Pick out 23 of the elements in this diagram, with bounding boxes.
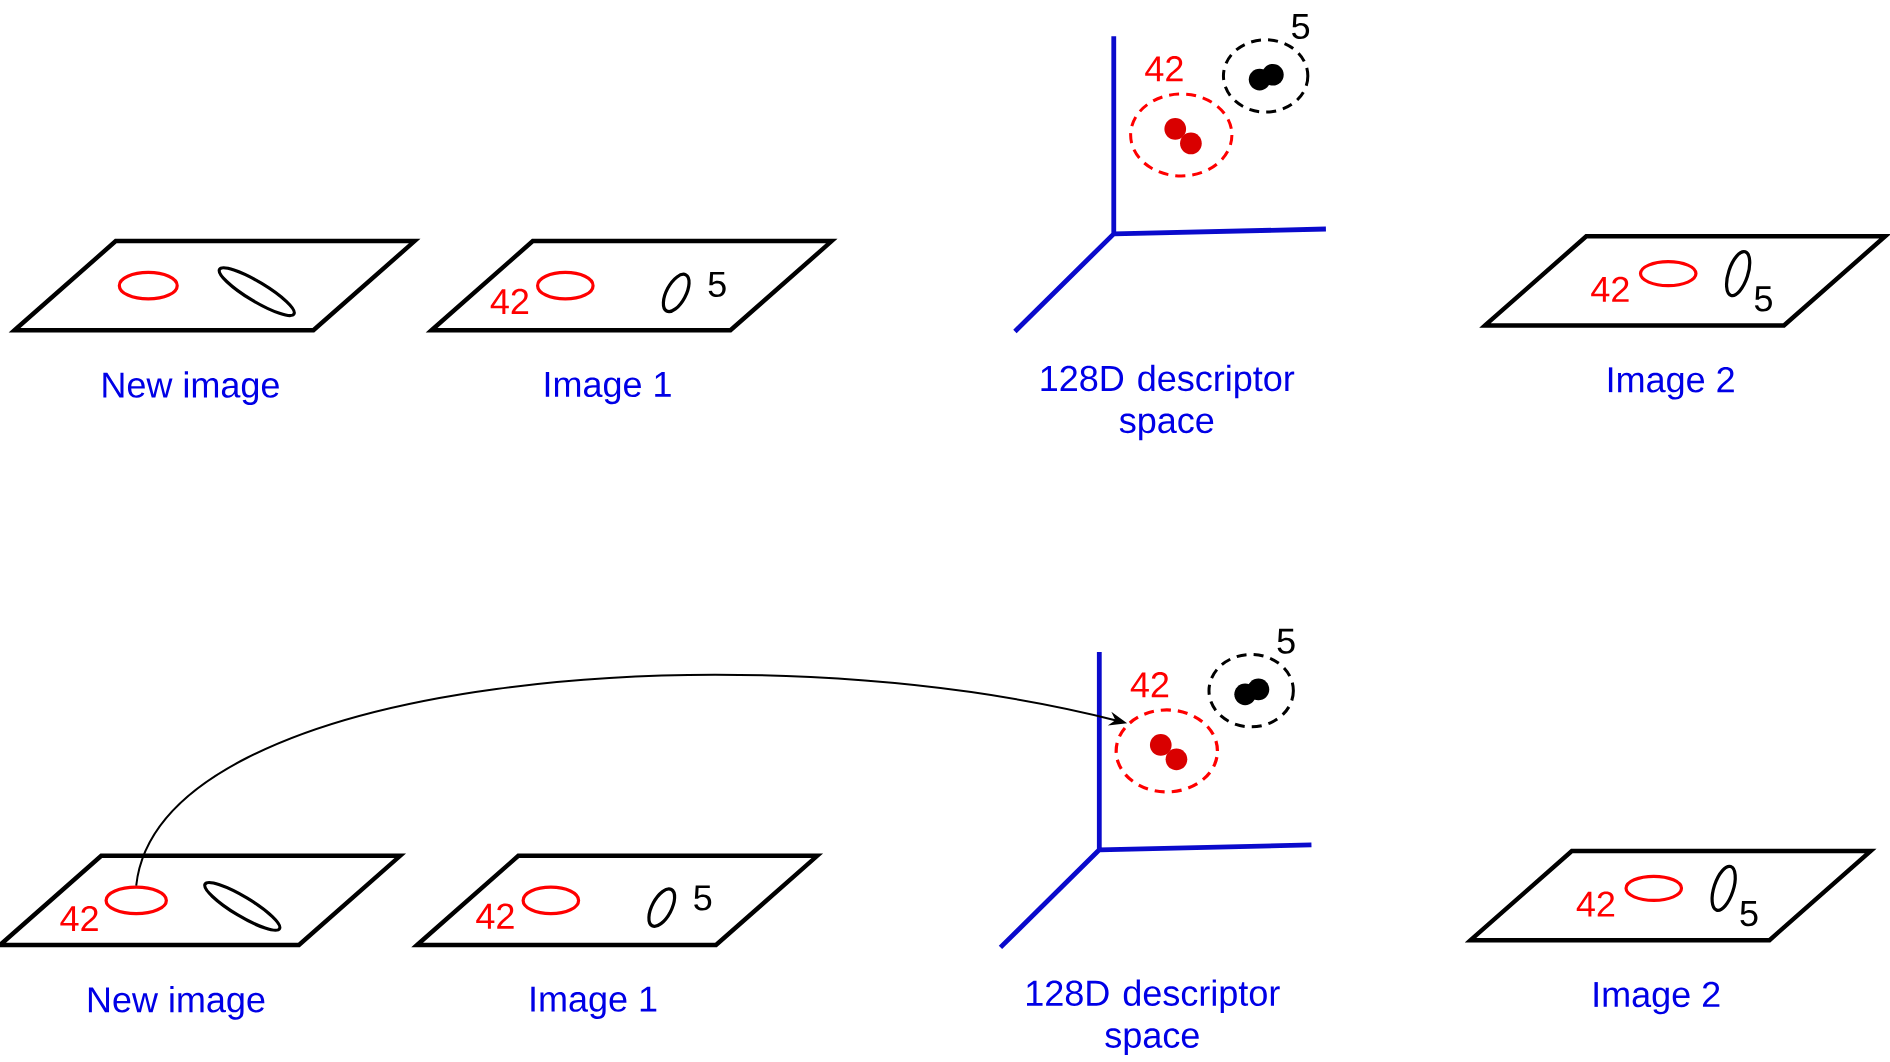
node-label: New image bbox=[88, 986, 265, 1020]
feature-ellipse bbox=[104, 885, 168, 916]
feature-number: 42 bbox=[1576, 891, 1615, 917]
node-label: Image 1 bbox=[545, 372, 671, 405]
feature-number: 5 bbox=[1740, 901, 1758, 927]
feature-number: 5 bbox=[1292, 14, 1310, 40]
feature-number: 42 bbox=[1145, 56, 1183, 82]
space-caption: 128D descriptor space bbox=[1027, 979, 1280, 1056]
feature-number: 42 bbox=[60, 905, 98, 932]
feature-number: 5 bbox=[694, 885, 712, 911]
feature-number: 5 bbox=[708, 271, 726, 298]
node-label: Image 2 bbox=[1594, 981, 1720, 1015]
feature-number: 42 bbox=[1130, 672, 1169, 698]
cluster-circle bbox=[1114, 708, 1220, 794]
feature-number: 42 bbox=[490, 288, 529, 314]
feature-number: 42 bbox=[476, 903, 514, 929]
feature-number: 5 bbox=[1277, 628, 1295, 654]
feature-number: 5 bbox=[1754, 286, 1772, 312]
node-label: Image 2 bbox=[1608, 367, 1734, 400]
feature-number: 42 bbox=[1591, 276, 1629, 302]
node-label: Image 1 bbox=[531, 986, 657, 1020]
node-label: New image bbox=[103, 371, 279, 405]
space-caption: 128D descriptor space bbox=[1041, 364, 1295, 441]
